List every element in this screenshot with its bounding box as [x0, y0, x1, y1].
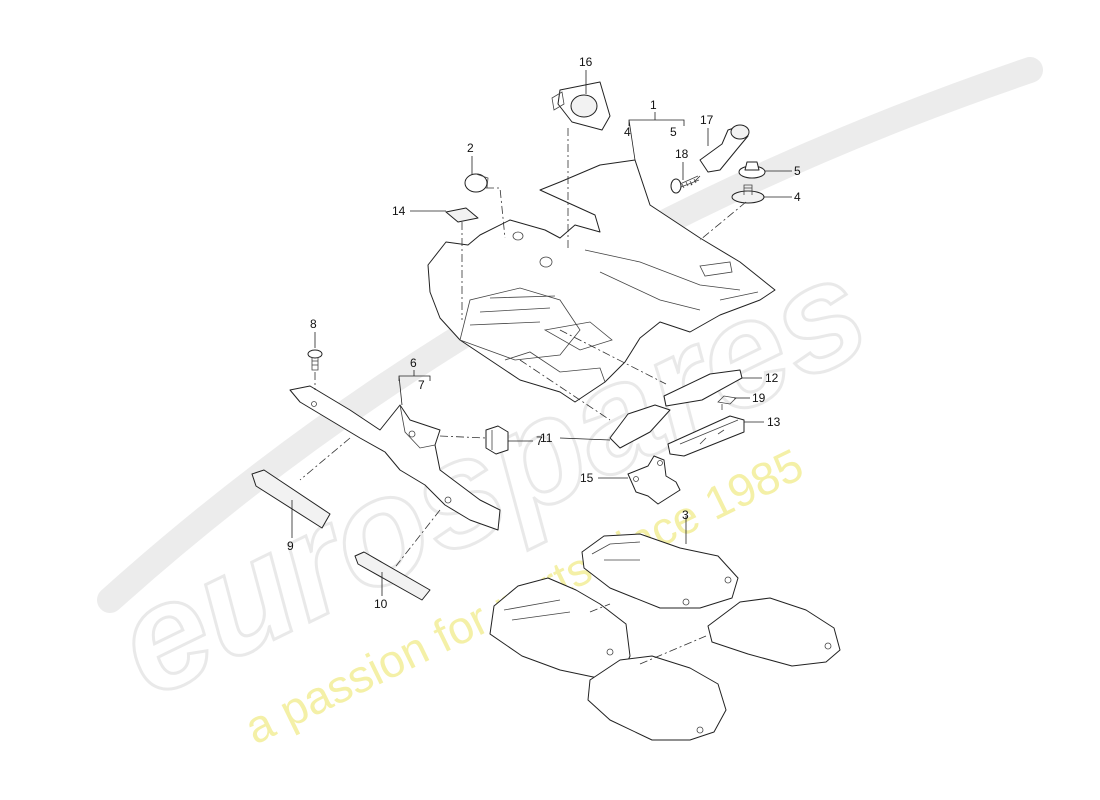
mat-front-left: [489, 577, 631, 679]
callout-14: 14: [392, 204, 406, 218]
callout-17: 17: [700, 113, 714, 127]
bracket-13-body: [667, 415, 745, 457]
part-18-screw: [670, 175, 700, 194]
part-14-pad: [445, 207, 479, 223]
callout-2: 2: [467, 141, 474, 155]
part-6-side-trim: [289, 385, 501, 531]
floor-carpet: [427, 159, 776, 403]
floor-carpet-tunnel: [584, 249, 741, 311]
plug-stem: [475, 173, 489, 189]
callout-18: 18: [675, 147, 689, 161]
callout-6: 6: [410, 356, 417, 370]
bracket-13-detail: [679, 419, 739, 445]
leader-1: [628, 112, 685, 161]
part-7-clip: [485, 425, 509, 455]
callout-9: 9: [287, 539, 294, 553]
part-16-cover: [551, 81, 611, 131]
callout-11: 11: [540, 431, 553, 445]
bracket-15-body: [627, 455, 681, 505]
floor-carpet-ribs: [469, 295, 556, 326]
floor-carpet-hole: [539, 256, 553, 268]
part-3-floor-mats: [489, 533, 841, 741]
part-15-bracket: [627, 455, 681, 505]
callout-16: 16: [579, 55, 593, 69]
callout-6-sub-7: 7: [418, 378, 425, 392]
callout-4: 4: [794, 190, 801, 204]
callout-1-sub-4: 4: [624, 125, 631, 139]
cover-ring: [570, 94, 598, 118]
fitting-opening: [730, 124, 750, 140]
callout-15: 15: [580, 471, 594, 485]
dash-10: [395, 509, 441, 567]
leader-11: [559, 437, 611, 441]
fastener-spiral: [743, 184, 753, 195]
side-trim-fold: [399, 404, 436, 449]
floor-carpet-hole-2: [512, 231, 524, 241]
mat-rear-right: [707, 597, 841, 667]
leaders: [291, 70, 792, 596]
cover-clip: [551, 91, 565, 111]
screw-8-thread: [311, 357, 319, 371]
mat-eyelet-4: [824, 642, 832, 650]
mat-eyelet-3: [606, 648, 614, 656]
bracket-15-hole-2: [657, 460, 663, 466]
bracket-15-hole-1: [633, 476, 639, 482]
screw-8-head: [307, 349, 323, 359]
dash-4: [699, 201, 747, 241]
dash-7: [439, 435, 487, 439]
floor-carpet-pedal-area: [543, 321, 613, 351]
part-13-bracket: [667, 415, 745, 457]
floor-carpet-footwell: [459, 287, 581, 361]
dash-mats-2: [639, 635, 707, 665]
part-2-plug: [464, 173, 489, 193]
side-trim-body: [289, 385, 501, 531]
callout-8: 8: [310, 317, 317, 331]
callout-19: 19: [752, 391, 766, 405]
side-trim-hole-1: [408, 430, 416, 438]
fastener-base: [731, 190, 765, 204]
dash-2: [486, 187, 506, 239]
mat-eyelet-1: [682, 598, 690, 606]
callout-5: 5: [794, 164, 801, 178]
dash-11: [519, 359, 611, 421]
screw-thread: [679, 175, 700, 189]
part-10-sill-strip: [354, 551, 431, 601]
mat-eyelet-5: [696, 726, 704, 734]
callout-3: 3: [682, 508, 689, 522]
mat-front-left-detail: [503, 599, 571, 621]
part-11-insulation: [609, 404, 671, 449]
dash-12: [559, 329, 667, 385]
callout-7: 7: [536, 434, 543, 448]
screw-head: [670, 178, 682, 194]
floor-carpet-front-edge: [504, 351, 606, 383]
mat-front-right: [581, 533, 739, 609]
side-trim-hole-3: [311, 401, 317, 407]
callout-1-sub-5: 5: [670, 125, 677, 139]
dash-18: [689, 175, 701, 187]
floor-carpet-rear-detail: [699, 261, 759, 301]
dash-9: [299, 437, 351, 481]
dash-mats-1: [589, 603, 611, 613]
mat-eyelet-2: [724, 576, 732, 584]
part-4-fastener: [731, 184, 765, 204]
part-17-fitting: [699, 124, 750, 173]
mat-rear-left: [587, 655, 727, 741]
floor-carpet-body: [427, 159, 776, 403]
callout-1: 1: [650, 98, 657, 112]
callout-10: 10: [374, 597, 388, 611]
cap-top: [744, 161, 760, 171]
part-5-cap: [738, 161, 766, 179]
leader-6: [398, 370, 431, 406]
side-trim-hole-2: [444, 496, 452, 504]
clip-body: [485, 425, 509, 455]
assembly-lines: [299, 128, 747, 665]
mat-front-right-detail: [591, 541, 641, 561]
part-9-sill-strip: [251, 469, 331, 529]
callout-labels: 1 4 5 2 3 4 5 6 7 7 8 9 10 11 12 13 14 1…: [287, 55, 801, 611]
part-8-screw: [307, 349, 323, 371]
callout-13: 13: [767, 415, 781, 429]
callout-12: 12: [765, 371, 779, 385]
